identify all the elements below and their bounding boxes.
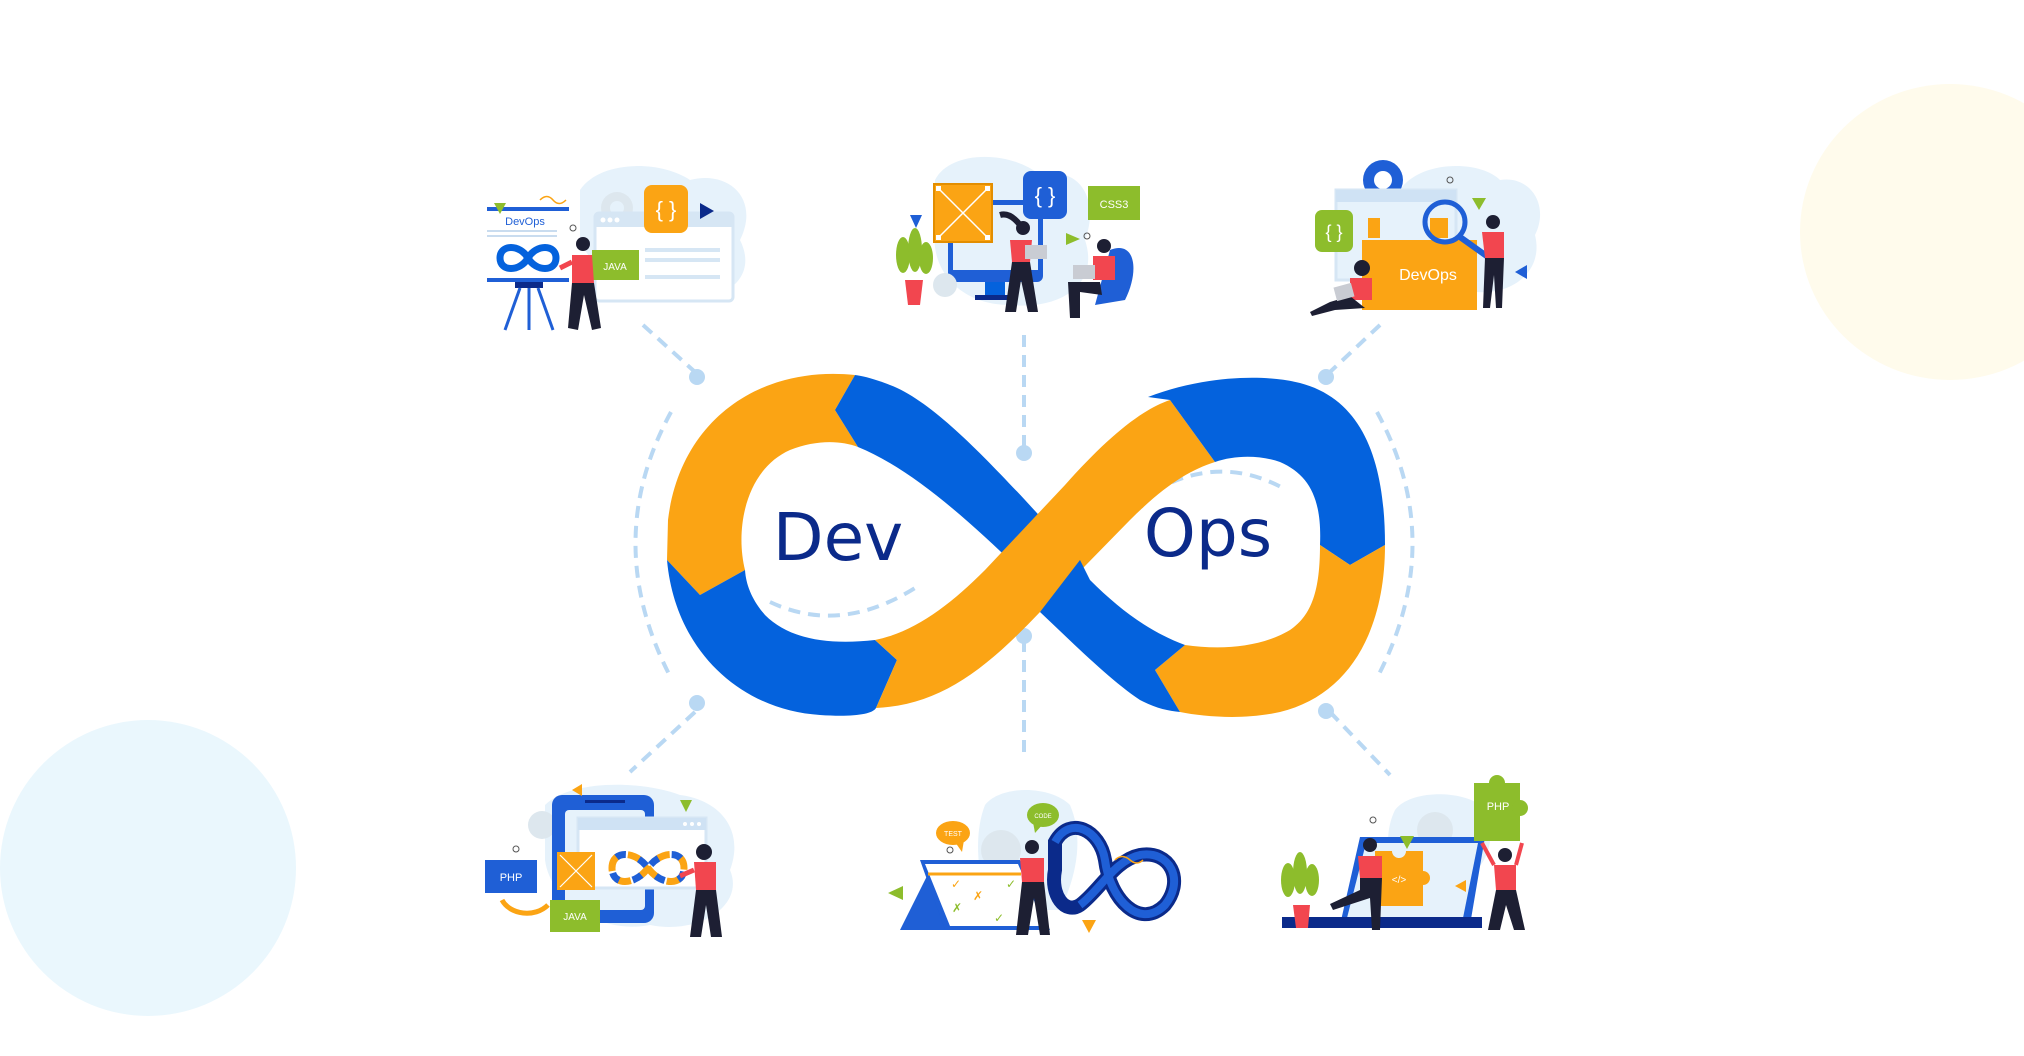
infinity-logo: Dev Ops [667, 373, 1385, 717]
infinity-label-ops: Ops [1144, 495, 1272, 572]
person-woman-presenting [679, 844, 722, 937]
java-tag [592, 250, 639, 280]
svg-text:PHP: PHP [500, 872, 523, 884]
person-presenter [558, 237, 601, 330]
svg-text:{ }: { } [656, 197, 677, 222]
connector-bottom-left [628, 710, 697, 774]
connectors [628, 323, 1415, 777]
svg-text:JAVA: JAVA [603, 262, 627, 273]
person-woman-sitting [1310, 260, 1372, 316]
vignette-bottom-left: PHP JAVA [485, 784, 735, 937]
triangle-icon [910, 215, 922, 228]
triangle-icon [1400, 836, 1414, 849]
gear-icon [933, 273, 957, 297]
vignette-bottom-center: ✓ ✓ ✗ ✗ ✓ TEST CODE [888, 790, 1182, 935]
decorative-circle-sky [0, 720, 296, 1016]
x-mark-icon: ✗ [952, 901, 962, 915]
plant-icon [1281, 852, 1319, 928]
svg-text:JAVA: JAVA [563, 912, 587, 923]
svg-text:CODE: CODE [1034, 814, 1051, 820]
play-triangle-icon [1066, 233, 1080, 245]
svg-text:TEST: TEST [944, 831, 963, 838]
triangle-icon [680, 800, 692, 812]
triangle-icon [1472, 198, 1486, 210]
whiteboard-icon: DevOps [487, 203, 569, 331]
person-woman-puzzle [1480, 842, 1525, 930]
whiteboard-label: DevOps [505, 216, 545, 228]
infinity-icon [496, 244, 560, 272]
check-icon: ✓ [1006, 877, 1016, 891]
infinity-label-dev: Dev [773, 499, 904, 576]
vignette-top-left: { } DevOps JAVA [487, 166, 747, 331]
vignette-bottom-right: </> PHP [1281, 775, 1528, 930]
connector-top-left [641, 323, 697, 374]
arc-left [633, 411, 673, 679]
java-tag [550, 900, 600, 932]
check-icon: ✓ [994, 911, 1004, 925]
triangle-icon [1082, 920, 1096, 933]
vignette-top-center: { } CSS3 [896, 156, 1140, 318]
x-mark-icon: ✗ [973, 889, 983, 903]
bubble-code: CODE [1027, 803, 1059, 833]
decorative-circle-cream [1800, 84, 2024, 380]
laptop-icon [1025, 245, 1047, 259]
plant-icon [896, 228, 933, 305]
bubble-test: TEST [936, 821, 970, 852]
play-triangle-icon [700, 203, 714, 219]
css3-tag [1088, 186, 1140, 220]
folder-label: DevOps [1399, 267, 1457, 284]
gear-icon [528, 811, 556, 839]
triangle-icon [1455, 880, 1466, 892]
calendar-icon: ✓ ✓ ✗ ✗ ✓ [900, 860, 1050, 930]
code-braces-icon [1315, 210, 1353, 252]
php-tag [485, 860, 537, 893]
svg-text:PHP: PHP [1487, 801, 1510, 813]
code-braces-icon [1023, 171, 1067, 219]
puzzle-piece-icon: PHP [1474, 775, 1528, 841]
arrow-icon [499, 898, 550, 916]
svg-text:{ }: { } [1035, 183, 1056, 208]
infinity-icon [608, 851, 688, 885]
check-icon: ✓ [951, 877, 961, 891]
triangle-icon [888, 886, 903, 900]
vignette-top-right: DevOps { } [1310, 160, 1541, 316]
svg-text:CSS3: CSS3 [1100, 199, 1129, 211]
person-woman-laptop [999, 211, 1047, 312]
connector-bottom-right [1328, 710, 1392, 777]
svg-text:</>: </> [1392, 875, 1407, 886]
triangle-icon [1515, 265, 1527, 279]
person-man-chair [1068, 239, 1134, 318]
svg-text:{ }: { } [1325, 222, 1342, 242]
image-placeholder-icon [557, 852, 595, 890]
person-holding-infinity [1016, 840, 1050, 935]
code-braces-icon [644, 185, 688, 233]
image-placeholder-icon [933, 183, 993, 243]
arc-inner-dev [769, 586, 917, 618]
connector-top-right [1328, 323, 1382, 374]
folder-icon: DevOps [1362, 214, 1477, 310]
person-man-magnifier [1482, 215, 1504, 308]
connector-dots [689, 369, 1334, 719]
puzzle-piece-icon: </> [1375, 844, 1430, 906]
person-man-puzzle [1330, 838, 1382, 930]
